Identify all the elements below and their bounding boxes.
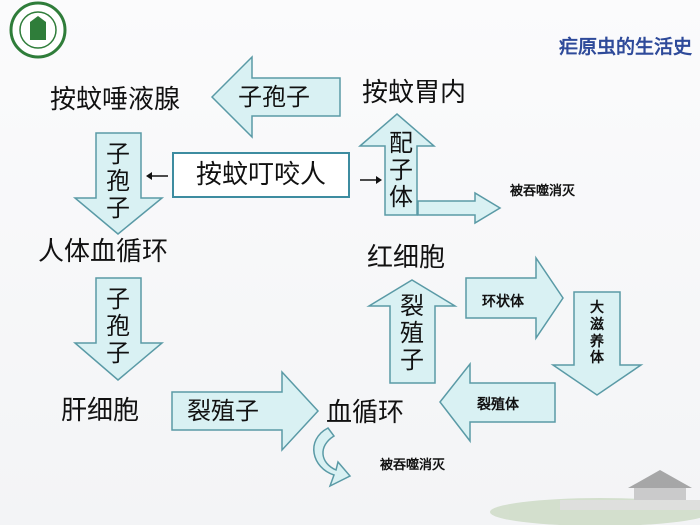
arrow-sporozoite-down-2 <box>72 277 165 381</box>
node-salivary-gland: 按蚊唾液腺 <box>50 85 181 115</box>
node-mosquito-bite: 按蚊叮咬人 <box>195 160 326 190</box>
bite-right-arrow <box>360 176 382 184</box>
label-ring-form: 环状体 <box>482 294 524 310</box>
arrow-large-trophozoite <box>550 291 644 396</box>
arrow-schizont <box>439 361 556 444</box>
label-merozoite-up: 裂殖子 <box>398 293 426 374</box>
arrow-merozoite-right <box>171 370 320 452</box>
page-title: 疟原虫的生活史 <box>558 36 692 58</box>
label-sporozoite-top: 子孢子 <box>238 83 310 111</box>
label-large-trophozoite-text: 大滋养体 <box>590 300 604 367</box>
arrow-gametocyte-up <box>357 113 437 216</box>
node-red-cell: 红细胞 <box>367 243 446 273</box>
label-sporozoite-left-text: 子孢子 <box>106 140 130 222</box>
arrow-sporozoite-left-top <box>210 55 341 139</box>
label-gametocyte-text: 配子体 <box>389 129 413 211</box>
label-sporozoite-left: 子孢子 <box>104 141 132 222</box>
label-schizont: 裂殖体 <box>477 397 519 413</box>
node-blood-circulation: 血循环 <box>326 398 405 428</box>
label-merozoite-bottom: 裂殖子 <box>187 397 259 425</box>
label-gametocyte: 配子体 <box>387 130 415 211</box>
arrow-ring-form <box>465 255 564 341</box>
university-logo <box>9 1 67 59</box>
curved-arrow-destroyed <box>313 427 352 488</box>
label-large-trophozoite: 大滋养体 <box>588 300 606 367</box>
arrow-merozoite-up <box>366 279 458 384</box>
label-merozoite-up-text: 裂殖子 <box>400 292 424 374</box>
bite-left-arrow <box>146 172 168 180</box>
note-destroyed-bottom: 被吞噬消灭 <box>380 458 446 473</box>
label-sporozoite-mid: 子孢子 <box>104 286 132 367</box>
node-mosquito-bite-box: 按蚊叮咬人 <box>172 152 350 198</box>
note-destroyed-top: 被吞噬消灭 <box>510 184 576 199</box>
label-sporozoite-mid-text: 子孢子 <box>106 285 130 367</box>
node-mosquito-stomach: 按蚊胃内 <box>362 78 467 108</box>
arrow-to-destroyed-top <box>417 191 502 225</box>
node-human-blood: 人体血循环 <box>38 237 169 267</box>
node-liver-cell: 肝细胞 <box>61 396 140 426</box>
arrow-sporozoite-down-1 <box>72 132 165 235</box>
pavilion-decoration <box>490 470 700 525</box>
